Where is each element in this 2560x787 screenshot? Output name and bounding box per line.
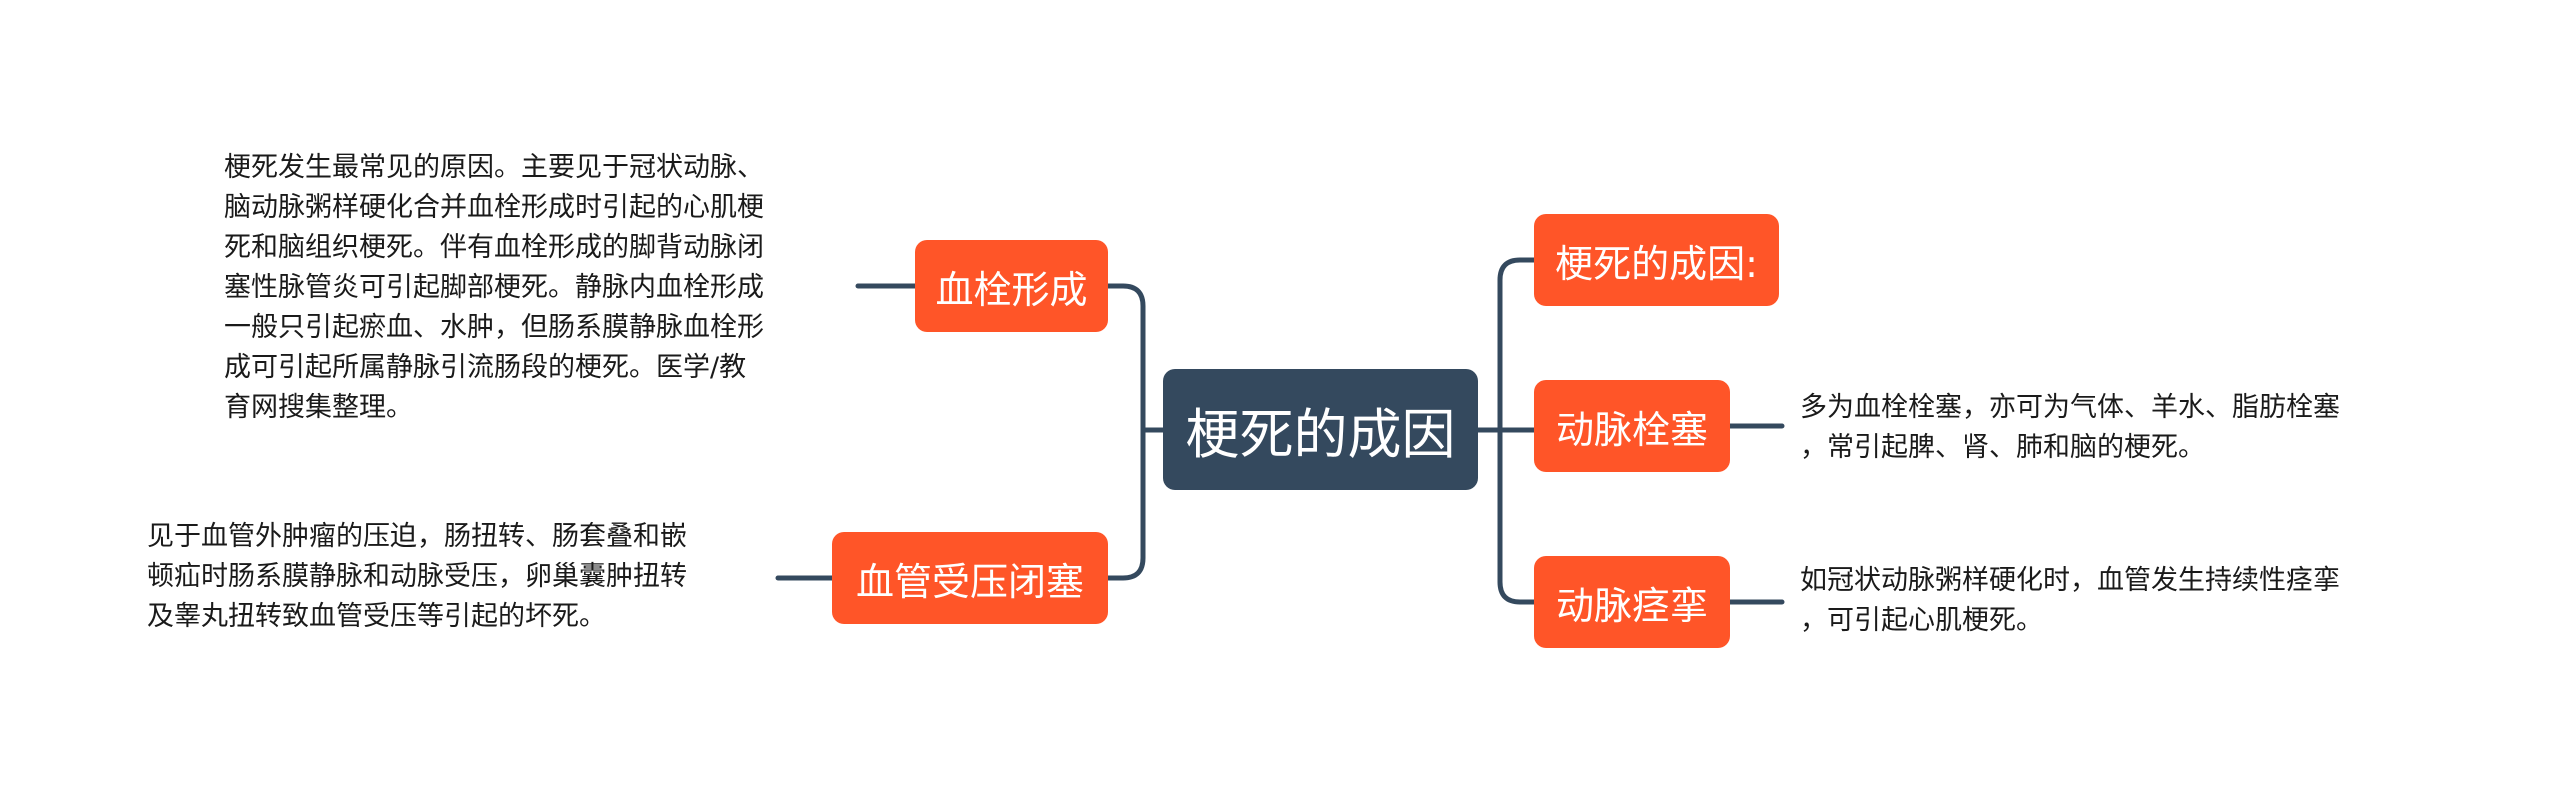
connector-to-compression <box>1105 427 1146 581</box>
branch-arterial-embolism[interactable]: 动脉栓塞 <box>1534 380 1730 472</box>
note-line: 塞性脉管炎可引起脚部梗死。静脉内血栓形成 <box>224 272 764 303</box>
root-node[interactable]: 梗死的成因 <box>1163 369 1478 490</box>
branch-arterial-spasm[interactable]: 动脉痉挛 <box>1534 556 1730 648</box>
connector-to-cause <box>1497 257 1537 433</box>
note-line: 脑动脉粥样硬化合并血栓形成时引起的心肌梗 <box>224 192 764 223</box>
note-line: 成可引起所属静脉引流肠段的梗死。医学/教 <box>224 352 747 383</box>
note-line: 死和脑组织梗死。伴有血栓形成的脚背动脉闭 <box>224 232 764 263</box>
note-line: ，常引起脾、肾、肺和脑的梗死。 <box>1800 432 2205 463</box>
connector-to-thrombus <box>1105 283 1146 433</box>
note-arterial-spasm: 如冠状动脉粥样硬化时，血管发生持续性痉挛 ，可引起心肌梗死。 <box>1800 561 2340 641</box>
note-vessel-compression: 见于血管外肿瘤的压迫，肠扭转、肠套叠和嵌 顿疝时肠系膜静脉和动脉受压，卵巢囊肿扭… <box>147 517 687 637</box>
note-line: 如冠状动脉粥样硬化时，血管发生持续性痉挛 <box>1800 565 2340 596</box>
note-line: ，可引起心肌梗死。 <box>1800 605 2043 636</box>
note-line: 一般只引起瘀血、水肿，但肠系膜静脉血栓形 <box>224 312 764 343</box>
branch-arterial-spasm-label: 动脉痉挛 <box>1555 583 1708 628</box>
note-line: 顿疝时肠系膜静脉和动脉受压，卵巢囊肿扭转 <box>147 561 687 592</box>
note-line: 育网搜集整理。 <box>224 392 413 423</box>
branch-vessel-compression[interactable]: 血管受压闭塞 <box>832 532 1108 624</box>
branch-cause[interactable]: 梗死的成因: <box>1534 214 1779 306</box>
branch-vessel-compression-label: 血管受压闭塞 <box>855 559 1084 604</box>
root-label: 梗死的成因 <box>1185 403 1456 466</box>
note-line: 见于血管外肿瘤的压迫，肠扭转、肠套叠和嵌 <box>147 521 687 552</box>
note-line: 多为血栓栓塞，亦可为气体、羊水、脂肪栓塞 <box>1800 392 2340 423</box>
branch-arterial-embolism-label: 动脉栓塞 <box>1555 407 1708 452</box>
note-arterial-embolism: 多为血栓栓塞，亦可为气体、羊水、脂肪栓塞 ，常引起脾、肾、肺和脑的梗死。 <box>1800 388 2340 468</box>
connector-to-spasm <box>1497 427 1537 605</box>
branch-cause-label: 梗死的成因: <box>1555 241 1758 286</box>
note-thrombus: 梗死发生最常见的原因。主要见于冠状动脉、 脑动脉粥样硬化合并血栓形成时引起的心肌… <box>224 148 764 428</box>
note-line: 及睾丸扭转致血管受压等引起的坏死。 <box>147 601 606 632</box>
branch-thrombus-label: 血栓形成 <box>935 267 1088 312</box>
branch-thrombus[interactable]: 血栓形成 <box>915 240 1108 332</box>
note-line: 梗死发生最常见的原因。主要见于冠状动脉、 <box>224 152 764 183</box>
